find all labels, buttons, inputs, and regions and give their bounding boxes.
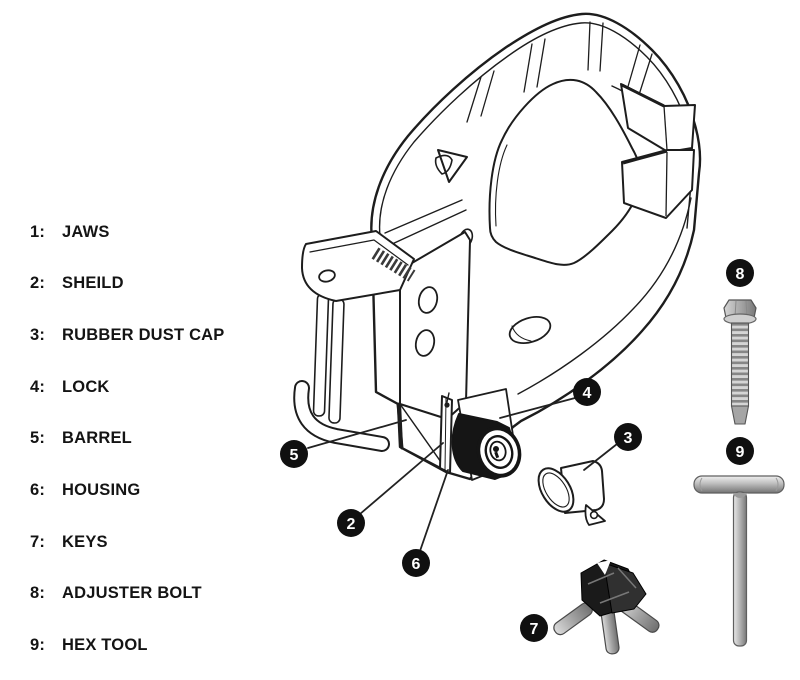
legend-item-number: 6: (30, 480, 46, 499)
rubber-dust-cap (537, 460, 606, 526)
tower-hole (417, 286, 439, 314)
callout-7: 7 (520, 614, 548, 642)
adjuster-bolt (723, 299, 757, 425)
legend-item-label: ADJUSTER BOLT (62, 584, 202, 603)
legend-item-number: 8: (30, 584, 46, 603)
plate-hole (318, 269, 336, 283)
jaw-pad-lower (621, 149, 695, 219)
callout-2: 2 (337, 509, 365, 537)
callout-8: 8 (726, 259, 754, 287)
legend-item: 6: HOUSING (30, 479, 270, 501)
legend-item-label: JAWS (62, 222, 110, 241)
legend-item: 9: HEX TOOL (30, 635, 270, 657)
band-triangle-cutout (437, 149, 468, 183)
legend-item: 2: SHEILD (30, 273, 270, 295)
support-rods (312, 293, 345, 424)
callout-4-number: 4 (583, 385, 592, 402)
legend-item: 5: BARREL (30, 428, 270, 450)
callout-4: 4 (573, 378, 601, 406)
bracket-foot (293, 380, 390, 452)
callout-9: 9 (726, 437, 754, 465)
legend-item-label: SHEILD (62, 274, 124, 293)
legend-item-label: BARREL (62, 429, 132, 448)
legend-item-label: HOUSING (62, 480, 141, 499)
tower-hole (414, 329, 436, 357)
callout-5: 5 (280, 440, 308, 468)
callout-6: 6 (402, 549, 430, 577)
leader-line-4 (499, 397, 576, 419)
leader-line-5 (307, 419, 407, 449)
legend-item-number: 7: (30, 532, 46, 551)
legend-item-label: KEYS (62, 532, 108, 551)
callouts: 5 2 6 4 3 7 8 (280, 259, 754, 642)
key-ring-notch (597, 560, 611, 575)
legend-item: 8: ADJUSTER BOLT (30, 583, 270, 605)
lock-barrel (451, 413, 522, 480)
legend-item: 4: LOCK (30, 376, 270, 398)
callout-9-number: 9 (736, 444, 745, 461)
legend-item: 7: KEYS (30, 531, 270, 553)
shield-pin (444, 402, 450, 408)
legend-item: 3: RUBBER DUST CAP (30, 324, 270, 346)
callout-8-number: 8 (736, 266, 745, 283)
legend-item-number: 4: (30, 377, 46, 396)
leader-line-6 (419, 469, 449, 552)
parts-legend: 1: JAWS 2: SHEILD 3: RUBBER DUST CAP 4: … (30, 221, 270, 680)
mounting-plate (301, 230, 415, 302)
legend-item-number: 9: (30, 636, 46, 654)
callout-7-number: 7 (530, 621, 539, 638)
leader-lines (307, 397, 618, 552)
legend-item-label: HEX TOOL (62, 636, 148, 654)
leader-line-2 (359, 442, 444, 515)
callout-3: 3 (614, 423, 642, 451)
legend-item-number: 2: (30, 274, 46, 293)
callout-6-number: 6 (412, 556, 421, 573)
callout-5-number: 5 (290, 447, 299, 464)
legend-item-label: LOCK (62, 377, 110, 396)
hex-tool (693, 475, 785, 647)
keyhole (493, 446, 499, 452)
legend-item-number: 1: (30, 222, 46, 241)
legend-item: 1: JAWS (30, 221, 270, 243)
legend-item-number: 3: (30, 325, 46, 344)
dust-cap-tab-hole (589, 510, 599, 520)
bolt-tip (730, 405, 750, 425)
spring (371, 247, 416, 282)
legend-item-label: RUBBER DUST CAP (62, 325, 225, 344)
jaw-pads (620, 83, 696, 219)
callout-3-number: 3 (624, 430, 633, 447)
legend-item-number: 5: (30, 429, 46, 448)
shield-plate (439, 392, 453, 474)
keys (553, 559, 660, 655)
leader-line-3 (583, 443, 618, 471)
callout-2-number: 2 (347, 516, 356, 533)
